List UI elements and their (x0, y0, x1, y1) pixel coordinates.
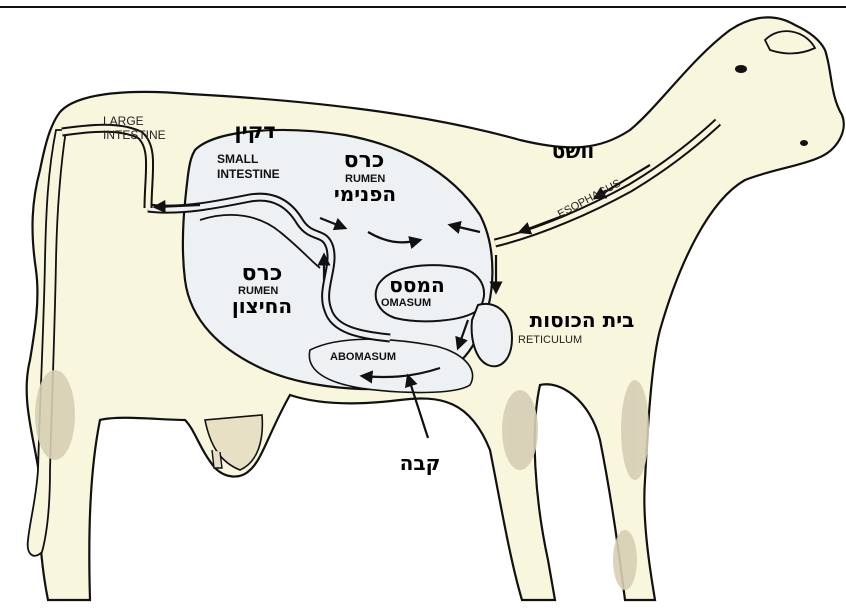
esophagus-hebrew: וושט (552, 139, 594, 163)
rumen-outer-hebrew-1: כרס (242, 261, 283, 286)
small-intestine-label-2: INTESTINE (217, 167, 280, 181)
rumen-inner-hebrew-1: כרס (344, 148, 385, 173)
rumen-outer-hebrew-2: החיצון (232, 294, 292, 318)
reticulum-hebrew: בית הכוסות (530, 308, 635, 332)
omasum-hebrew: המסס (389, 273, 444, 297)
reticulum-label: RETICULUM (518, 334, 582, 346)
abomasum-hebrew: קבה (400, 451, 441, 475)
rumen-inner-hebrew-2: הפנימי (334, 182, 396, 206)
cow-udder-teat (212, 450, 222, 468)
cow-eye (735, 65, 747, 73)
abomasum-label: ABOMASUM (330, 351, 396, 363)
large-intestine-label-1: LARGE (103, 114, 144, 128)
large-intestine-label-2: INTESTINE (103, 128, 166, 142)
small-intestine-hebrew: דקין (234, 119, 275, 143)
small-intestine-label-1: SMALL (217, 152, 258, 166)
omasum-label: OMASUM (381, 297, 431, 309)
cow-nostril (800, 140, 808, 146)
